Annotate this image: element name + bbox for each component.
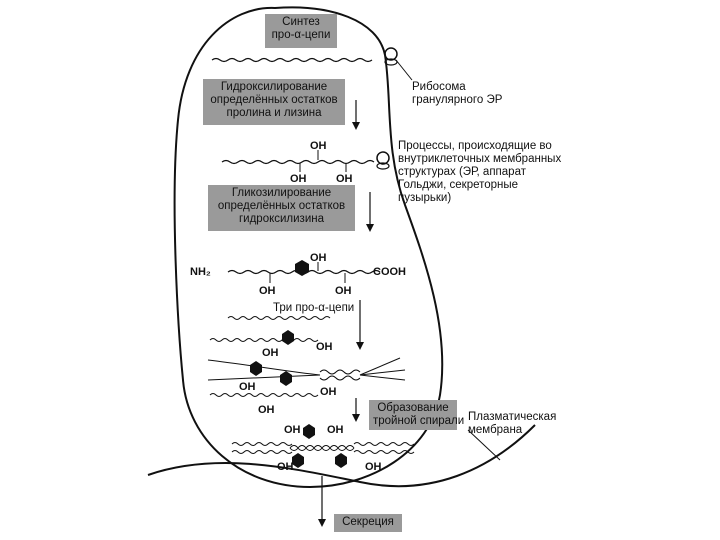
sugar-hexagon-icon-3 [250, 361, 262, 376]
arrow-1-head [352, 122, 360, 130]
oh-label-1: OH [310, 140, 327, 152]
processes-line-2: внутриклеточных мембранных [398, 153, 562, 165]
step-synthesis-line-2: про-α-цепи [271, 29, 331, 41]
step-synthesis-line-1: Синтез [282, 16, 320, 28]
sugar-hexagon-icon-4 [280, 371, 292, 386]
oh-label-4: OH [259, 285, 276, 297]
step-synthesis-box: Синтез про-α-цепи [265, 14, 337, 48]
ribosome-label-line-1: Рибосома [412, 81, 466, 93]
oh-label-2: OH [290, 173, 307, 185]
oh-label-13: OH [327, 424, 344, 436]
ribosome-icon-2 [376, 151, 390, 165]
step-hydroxylation-box: Гидроксилирование определённых остатков … [203, 79, 345, 125]
cooh-label: COOH [373, 266, 406, 278]
secretion-arrow-head [318, 519, 326, 527]
sugar-hexagon-icon-6 [292, 453, 304, 468]
membrane-line-1: Плазматическая [468, 411, 557, 423]
pro-alpha-chain-1 [211, 57, 373, 63]
step-triple-helix-line-2: тройной спирали [373, 415, 465, 427]
arrow-4-head [352, 414, 360, 422]
sugar-hexagon-icon-5 [303, 424, 315, 439]
step-triple-helix-line-1: Образование [377, 402, 449, 414]
membrane-line-2: мембрана [468, 424, 523, 436]
processes-label: Процессы, происходящие во внутриклеточны… [398, 140, 561, 205]
sugar-hexagon-icon [295, 260, 309, 276]
triple-helix [231, 442, 415, 454]
oh-label-8: OH [316, 341, 333, 353]
ribosome-label: Рибосома гранулярного ЭР [412, 81, 502, 107]
ribosome-leader [395, 59, 413, 81]
plasma-membrane [147, 424, 536, 488]
step-hydroxylation-line-1: Гидроксилирование [220, 81, 328, 93]
sugar-hexagon-icon-2 [282, 330, 294, 345]
step-triple-helix-box: Образование тройной спирали [369, 400, 465, 430]
three-chains-group [207, 316, 406, 397]
arrow-3-head [356, 342, 364, 350]
oh-label-11: OH [320, 386, 337, 398]
step-glycosylation-box: Гликозилирование определённых остатков г… [208, 185, 355, 231]
membrane-label: Плазматическая мембрана [468, 411, 556, 437]
oh-label-12: OH [284, 424, 301, 436]
oh-label-15: OH [365, 461, 382, 473]
step-glycosylation-line-2: определённых остатков [217, 200, 346, 212]
step-glycosylation-line-1: Гликозилирование [231, 187, 332, 199]
cell-outline [173, 6, 444, 489]
processes-line-5: пузырьки) [398, 192, 452, 204]
ribosome-icon-2-base [376, 162, 390, 170]
oh-label-10: OH [258, 404, 275, 416]
nh2-label: NH₂ [190, 266, 211, 278]
sugar-hexagon-icon-7 [335, 453, 347, 468]
oh-label-3: OH [336, 173, 353, 185]
step-secretion-box: Секреция [334, 514, 402, 532]
step-glycosylation-line-3: гидроксилизина [238, 213, 325, 225]
oh-label-9: OH [239, 381, 256, 393]
processes-line-3: структурах (ЭР, аппарат [398, 166, 526, 178]
membrane-leader [467, 429, 501, 461]
oh-label-7: OH [262, 347, 279, 359]
ribosome-label-line-2: гранулярного ЭР [412, 94, 503, 106]
processes-line-4: Гольджи, секреторные [398, 179, 519, 191]
pro-alpha-chain-2 [221, 159, 375, 165]
oh-label-5: OH [310, 252, 327, 264]
processes-line-1: Процессы, происходящие во [398, 140, 552, 152]
step-secretion-label: Секреция [342, 516, 394, 528]
ribosome-icon [384, 47, 398, 61]
three-chains-label: Три про-α-цепи [273, 302, 355, 314]
step-hydroxylation-line-3: пролина и лизина [226, 107, 322, 119]
oh-label-14: OH [277, 461, 294, 473]
step-hydroxylation-line-2: определённых остатков [210, 94, 338, 106]
oh-label-6: OH [335, 285, 352, 297]
arrow-2-head [366, 224, 374, 232]
